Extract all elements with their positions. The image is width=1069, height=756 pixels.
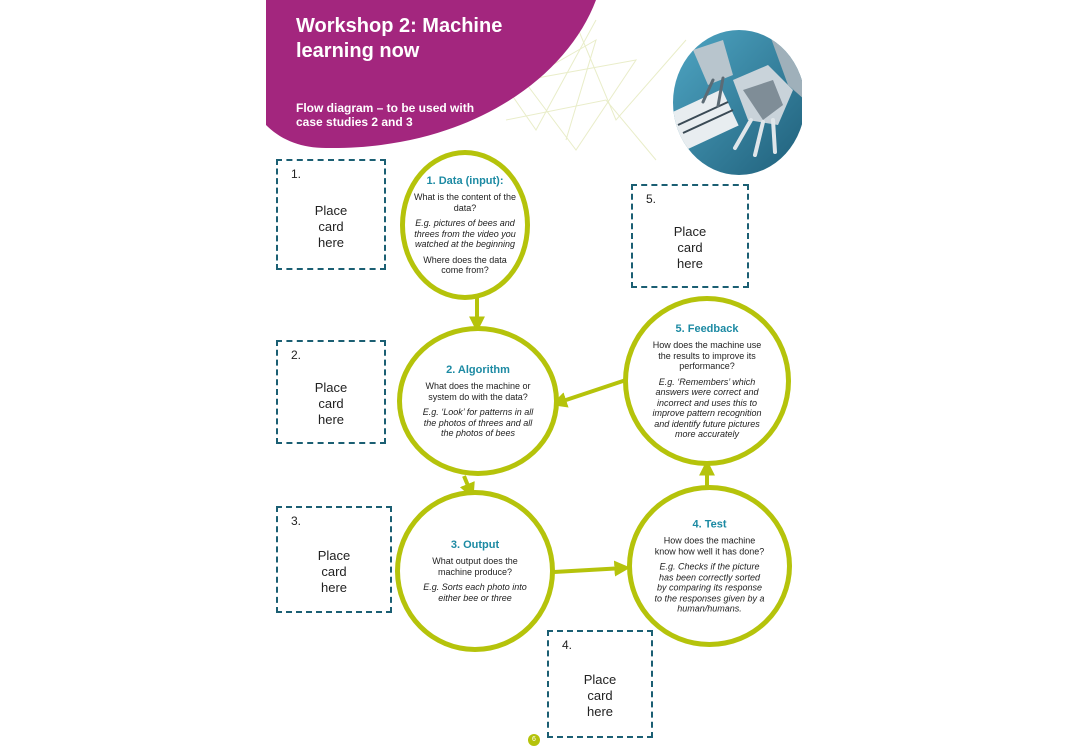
step-data-input-circle: 1. Data (input): What is the content of … — [400, 150, 530, 300]
step-example: E.g. Sorts each photo into either bee or… — [423, 582, 527, 603]
place-card-2[interactable]: 2. Place card here — [276, 340, 386, 444]
step-title: 4. Test — [692, 518, 727, 531]
card-text: Place card here — [317, 548, 351, 595]
card-text: Place card here — [314, 203, 348, 250]
step-example: E.g. pictures of bees and threes from th… — [414, 217, 516, 249]
card-text: Place card here — [583, 672, 617, 719]
card-number: 5. — [646, 192, 657, 206]
step-title: 2. Algorithm — [446, 363, 510, 376]
step-example: E.g. ‘Remembers’ which answers were corr… — [652, 376, 762, 439]
step-example: E.g. Checks if the picture has been corr… — [654, 561, 765, 614]
card-text: Place card here — [314, 380, 348, 427]
card-number: 3. — [291, 514, 302, 528]
step-question: What output does the machine produce? — [432, 556, 518, 577]
page-title: Workshop 2: Machine learning now — [296, 15, 503, 62]
card-text: Place card here — [673, 224, 707, 271]
worksheet-page: Workshop 2: Machine learning now Flow di… — [266, 0, 802, 756]
step-title: 5. Feedback — [675, 322, 739, 335]
step-question: What does the machine or system do with … — [425, 380, 531, 402]
place-card-3[interactable]: 3. Place card here — [276, 506, 392, 613]
place-card-5[interactable]: 5. Place card here — [631, 184, 749, 288]
step-feedback-circle: 5. Feedback How does the machine use the… — [623, 296, 791, 466]
step-question: How does the machine know how well it ha… — [654, 535, 765, 556]
step-test-circle: 4. Test How does the machine know how we… — [627, 485, 792, 647]
step-example: E.g. ‘Look’ for patterns in all the phot… — [422, 406, 534, 438]
card-number: 4. — [562, 638, 573, 652]
header-background — [266, 0, 596, 149]
place-card-4[interactable]: 4. Place card here — [547, 630, 653, 738]
page-subtitle: Flow diagram – to be used with case stud… — [296, 101, 475, 129]
card-number: 1. — [291, 167, 302, 181]
card-number: 2. — [291, 348, 302, 362]
place-card-1[interactable]: 1. Place card here — [276, 159, 386, 270]
step-question: How does the machine use the results to … — [652, 339, 762, 371]
step-output-circle: 3. Output What output does the machine p… — [395, 490, 555, 652]
step-question-2: Where does the data come from? — [423, 254, 507, 275]
step-title: 3. Output — [450, 539, 500, 551]
page-number: 6 — [528, 734, 540, 746]
step-algorithm-circle: 2. Algorithm What does the machine or sy… — [397, 326, 559, 476]
robot-hands-photo — [673, 30, 802, 175]
step-title: 1. Data (input): — [426, 174, 504, 187]
step-question: What is the content of the data? — [413, 191, 517, 213]
